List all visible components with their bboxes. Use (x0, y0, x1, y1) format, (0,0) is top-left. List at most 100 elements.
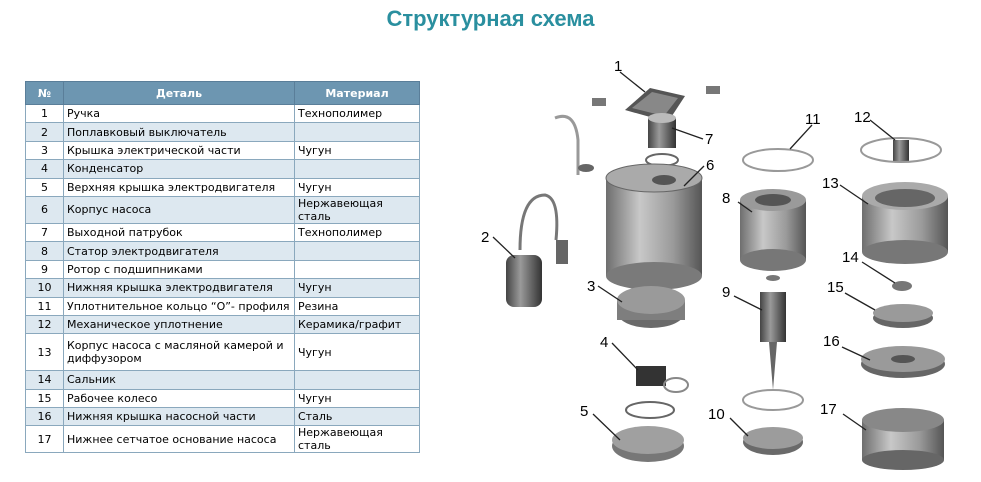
cell-material: Технополимер (294, 103, 420, 124)
upper-motor-cover-part (612, 401, 684, 462)
cell-material (294, 259, 420, 280)
cell-part: Нижнее сетчатое основание насоса (63, 425, 295, 454)
cell-number: 6 (25, 195, 64, 224)
cell-part: Верхняя крышка электродвигателя (63, 177, 295, 197)
cell-material: Нержавеющая сталь (294, 195, 420, 224)
header-material: Материал (294, 81, 420, 105)
header-number: № (25, 81, 64, 105)
callout-8: 8 (722, 190, 730, 207)
cell-part: Уплотнительное кольцо “О”- профиля (63, 296, 295, 316)
page-title: Структурная схема (386, 6, 595, 31)
callout-15: 15 (827, 279, 844, 296)
callout-10: 10 (708, 406, 725, 423)
callout-17: 17 (820, 401, 837, 418)
impeller-part (873, 304, 933, 328)
cell-part: Нижняя крышка насосной части (63, 407, 295, 427)
cell-number: 13 (25, 333, 64, 372)
cell-number: 8 (25, 241, 64, 261)
cell-number: 12 (25, 314, 64, 335)
cell-part: Поплавковый выключатель (63, 122, 295, 142)
capacitor-part (636, 366, 689, 393)
cell-material (294, 370, 420, 390)
cell-part: Сальник (63, 370, 295, 390)
cell-material: Нержавеющая сталь (294, 425, 420, 454)
callout-6: 6 (706, 157, 714, 174)
cell-material (294, 241, 420, 261)
outlet-part (645, 113, 679, 167)
pump-body-part (605, 163, 703, 290)
cell-part: Корпус насоса с масляной камерой и диффу… (63, 333, 295, 372)
cell-number: 3 (25, 140, 64, 161)
oil-chamber-housing-part (862, 182, 948, 264)
lower-motor-cover-part (742, 389, 804, 455)
rotor-part (760, 275, 786, 390)
cell-number: 14 (25, 370, 64, 390)
cell-material: Технополимер (294, 222, 420, 243)
cell-part: Статор электродвигателя (63, 241, 295, 261)
callout-9: 9 (722, 284, 730, 301)
callout-11: 11 (805, 111, 821, 128)
cell-part: Ручка (63, 103, 295, 124)
cell-part: Конденсатор (63, 159, 295, 179)
cell-number: 16 (25, 407, 64, 427)
table-header-row: № Деталь Материал (25, 81, 420, 105)
mesh-base-part (862, 408, 944, 470)
cell-part: Ротор с подшипниками (63, 259, 295, 280)
mechanical-seal-part (860, 137, 942, 163)
float-switch-part (506, 114, 594, 307)
callout-12: 12 (854, 109, 871, 126)
cell-material: Резина (294, 296, 420, 316)
cell-number: 1 (25, 103, 64, 124)
exploded-view-diagram: 1 2 3 4 5 6 7 8 9 10 11 12 13 14 15 16 1… (481, 58, 948, 470)
callout-1: 1 (614, 58, 622, 75)
cell-number: 15 (25, 388, 64, 409)
callout-4: 4 (600, 334, 608, 351)
callout-16: 16 (823, 333, 840, 350)
cell-material: Чугун (294, 140, 420, 161)
callout-7: 7 (705, 131, 713, 148)
cell-number: 4 (25, 159, 64, 179)
cell-number: 9 (25, 259, 64, 280)
cell-number: 11 (25, 296, 64, 316)
cell-part: Рабочее колесо (63, 388, 295, 409)
cell-part: Корпус насоса (63, 195, 295, 224)
cell-part: Выходной патрубок (63, 222, 295, 243)
cell-number: 5 (25, 177, 64, 197)
callout-13: 13 (822, 175, 839, 192)
cell-number: 17 (25, 425, 64, 454)
callout-14: 14 (842, 249, 859, 266)
header-part: Деталь (63, 81, 295, 105)
cell-number: 10 (25, 278, 64, 298)
cell-material: Сталь (294, 407, 420, 427)
callout-2: 2 (481, 229, 489, 246)
leader-lines (492, 71, 896, 441)
handle-part (592, 86, 720, 122)
bottom-pump-cover-part (861, 346, 945, 378)
cell-material (294, 159, 420, 179)
cell-material: Чугун (294, 333, 420, 372)
cell-material: Чугун (294, 278, 420, 298)
cell-part: Крышка электрической части (63, 140, 295, 161)
gland-part (892, 281, 912, 291)
cell-material (294, 122, 420, 142)
cell-material: Чугун (294, 177, 420, 197)
cell-part: Нижняя крышка электродвигателя (63, 278, 295, 298)
electric-cover-part (617, 286, 685, 328)
cell-number: 2 (25, 122, 64, 142)
cell-material: Керамика/графит (294, 314, 420, 335)
